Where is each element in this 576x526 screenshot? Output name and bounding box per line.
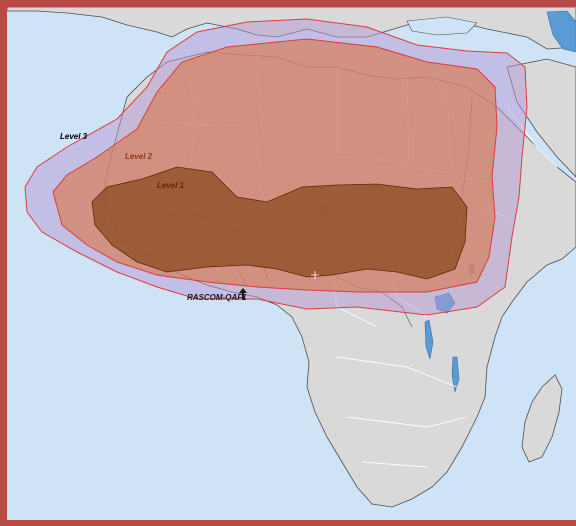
lake-tanganyika <box>424 319 434 360</box>
zone-label-level3: Level 3 <box>60 132 88 141</box>
city-marker <box>311 271 319 279</box>
coverage-map-canvas <box>7 7 576 508</box>
satellite-label: RASCOM-QAF1 <box>187 293 247 302</box>
lake-caspian <box>546 10 576 53</box>
lake-malawi <box>451 356 460 393</box>
zone-level1 <box>91 166 468 280</box>
arrow-up-icon <box>239 288 247 300</box>
coverage-zones <box>24 18 528 316</box>
zone-label-level2: Level 2 <box>125 152 153 161</box>
sea-black <box>406 16 478 36</box>
landmass-madagascar <box>521 374 563 463</box>
zone-label-level1: Level 1 <box>157 181 185 190</box>
